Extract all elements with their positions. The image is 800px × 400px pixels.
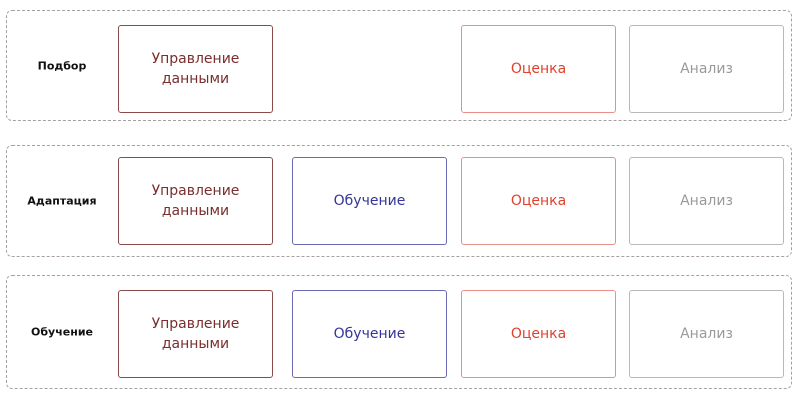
data-management-box: Управление данными [118,157,273,245]
row-label: Обучение [31,325,93,339]
analysis-box: Анализ [629,157,784,245]
row-selection: Подбор Управление данными Оценка Анализ [6,10,792,121]
row-label: Адаптация [27,194,97,208]
evaluation-box: Оценка [461,157,616,245]
analysis-box: Анализ [629,25,784,113]
data-management-box: Управление данными [118,290,273,378]
row-adaptation: Адаптация Управление данными Обучение Оц… [6,145,792,257]
data-management-box: Управление данными [118,25,273,113]
training-box: Обучение [292,290,447,378]
evaluation-box: Оценка [461,290,616,378]
row-label: Подбор [37,59,87,72]
analysis-box: Анализ [629,290,784,378]
row-training: Обучение Управление данными Обучение Оце… [6,275,792,389]
training-box: Обучение [292,157,447,245]
evaluation-box: Оценка [461,25,616,113]
